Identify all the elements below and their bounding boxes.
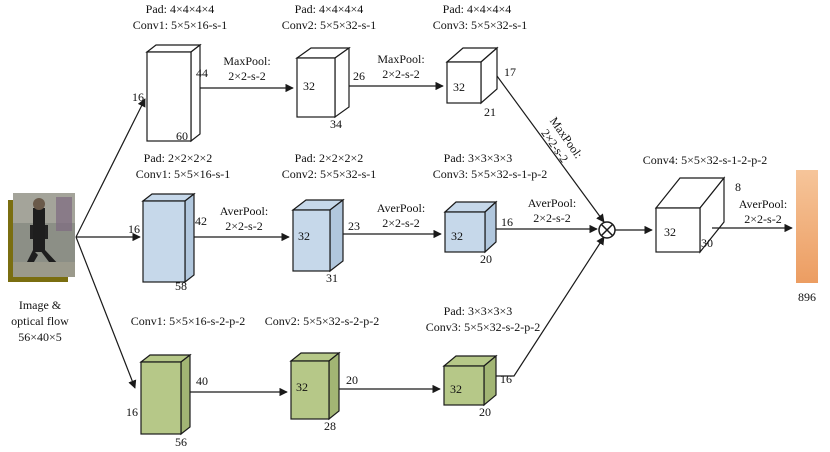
top-conv1-dim-left: 16 <box>132 90 144 104</box>
mid-conv1-dim-left: 16 <box>128 222 140 236</box>
bot-conv1-dim-right: 40 <box>196 374 208 388</box>
mid-conv2-dim-right: 23 <box>348 219 360 233</box>
mid-conv3-block <box>443 200 498 254</box>
mid-pool1-l2: 2×2-s-2 <box>225 219 262 233</box>
arrow-input-top <box>75 98 146 238</box>
bot-arrow-3 <box>496 236 605 377</box>
top-conv1-dim-right: 44 <box>196 66 208 80</box>
top-conv2-dim-front: 32 <box>303 79 315 93</box>
mid-conv3-pad: Pad: 3×3×3×3 <box>444 151 513 165</box>
mid-pool3-l1: AverPool: <box>528 196 576 210</box>
conv4-block <box>654 176 726 254</box>
mid-conv3-dim-right: 16 <box>501 215 513 229</box>
top-conv3-dim-front: 32 <box>453 80 465 94</box>
top-pool3-group: MaxPool: 2×2-s-2 <box>538 114 585 165</box>
output-dim: 896 <box>798 290 816 304</box>
bot-conv2-block <box>289 351 341 421</box>
top-conv2-dim-bottom: 34 <box>330 117 342 131</box>
mid-pool2-l1: AverPool: <box>377 201 425 215</box>
mid-conv2-block <box>291 198 345 273</box>
bot-conv2-label: Conv2: 5×5×32-s-2-p-2 <box>265 314 380 328</box>
top-conv2-pad: Pad: 4×4×4×4 <box>295 2 364 16</box>
top-conv3-label: Conv3: 5×5×32-s-1 <box>433 18 528 32</box>
mid-conv3-dim-bottom: 20 <box>480 252 492 266</box>
final-pool-l1: AverPool: <box>739 197 787 211</box>
bot-conv1-dim-left: 16 <box>126 405 138 419</box>
conv4-label: Conv4: 5×5×32-s-1-2-p-2 <box>643 153 768 167</box>
top-conv2-label: Conv2: 5×5×32-s-1 <box>282 18 377 32</box>
bot-conv3-dim-right: 16 <box>500 372 512 386</box>
top-conv2-dim-right: 26 <box>353 69 365 83</box>
merge-operator <box>598 221 616 239</box>
arrow-input-bot <box>75 236 137 389</box>
bot-conv1-block <box>139 353 192 436</box>
input-label-3: 56×40×5 <box>18 330 62 344</box>
top-conv1-label: Conv1: 5×5×16-s-1 <box>133 18 228 32</box>
top-conv3-dim-right: 17 <box>504 65 516 79</box>
input-label-1: Image & <box>19 298 62 312</box>
input-image <box>8 193 75 282</box>
top-conv3-block <box>445 46 499 105</box>
conv4-dim-right: 8 <box>735 180 741 194</box>
top-conv1-dim-bottom: 60 <box>176 129 188 143</box>
mid-conv2-label: Conv2: 5×5×32-s-1 <box>282 167 377 181</box>
top-conv3-dim-bottom: 21 <box>484 105 496 119</box>
mid-pool1-l1: AverPool: <box>220 204 268 218</box>
mid-conv1-pad: Pad: 2×2×2×2 <box>144 151 213 165</box>
bot-conv2-dim-right: 20 <box>346 373 358 387</box>
top-arrow-3 <box>496 75 605 223</box>
top-conv3-pad: Pad: 4×4×4×4 <box>443 2 512 16</box>
bot-conv3-dim-bottom: 20 <box>479 405 491 419</box>
top-pool2-l2: 2×2-s-2 <box>382 67 419 81</box>
mid-conv2-dim-bottom: 31 <box>326 271 338 285</box>
mid-conv1-dim-right: 42 <box>195 214 207 228</box>
bot-conv3-label: Conv3: 5×5×32-s-2-p-2 <box>426 320 541 334</box>
conv4-dim-front: 32 <box>664 225 676 239</box>
mid-pool2-l2: 2×2-s-2 <box>382 216 419 230</box>
top-conv1-block <box>145 43 202 143</box>
bot-conv2-dim-front: 32 <box>296 380 308 394</box>
bot-conv3-dim-front: 32 <box>450 382 462 396</box>
mid-conv1-label: Conv1: 5×5×16-s-1 <box>136 167 231 181</box>
mid-conv1-block <box>141 192 196 284</box>
bot-conv3-pad: Pad: 3×3×3×3 <box>444 304 513 318</box>
final-pool-l2: 2×2-s-2 <box>744 212 781 226</box>
conv4-dim-bottom: 30 <box>701 236 713 250</box>
bot-conv3-block <box>442 354 498 407</box>
top-pool2-l1: MaxPool: <box>377 52 424 66</box>
top-pool1-l1: MaxPool: <box>223 54 270 68</box>
bot-conv2-dim-bottom: 28 <box>324 419 336 433</box>
mid-conv3-dim-front: 32 <box>451 229 463 243</box>
top-conv2-block <box>295 46 351 119</box>
mid-conv2-dim-front: 32 <box>298 229 310 243</box>
mid-conv1-dim-bottom: 58 <box>175 279 187 293</box>
bot-conv1-dim-bottom: 56 <box>175 435 187 449</box>
output-vector <box>796 170 818 283</box>
mid-conv3-label: Conv3: 5×5×32-s-1-p-2 <box>433 167 548 181</box>
bot-conv1-label: Conv1: 5×5×16-s-2-p-2 <box>131 314 246 328</box>
top-conv1-pad: Pad: 4×4×4×4 <box>146 2 215 16</box>
input-label-2: optical flow <box>11 314 69 328</box>
top-pool1-l2: 2×2-s-2 <box>228 69 265 83</box>
mid-pool3-l2: 2×2-s-2 <box>533 211 570 225</box>
mid-conv2-pad: Pad: 2×2×2×2 <box>295 151 364 165</box>
